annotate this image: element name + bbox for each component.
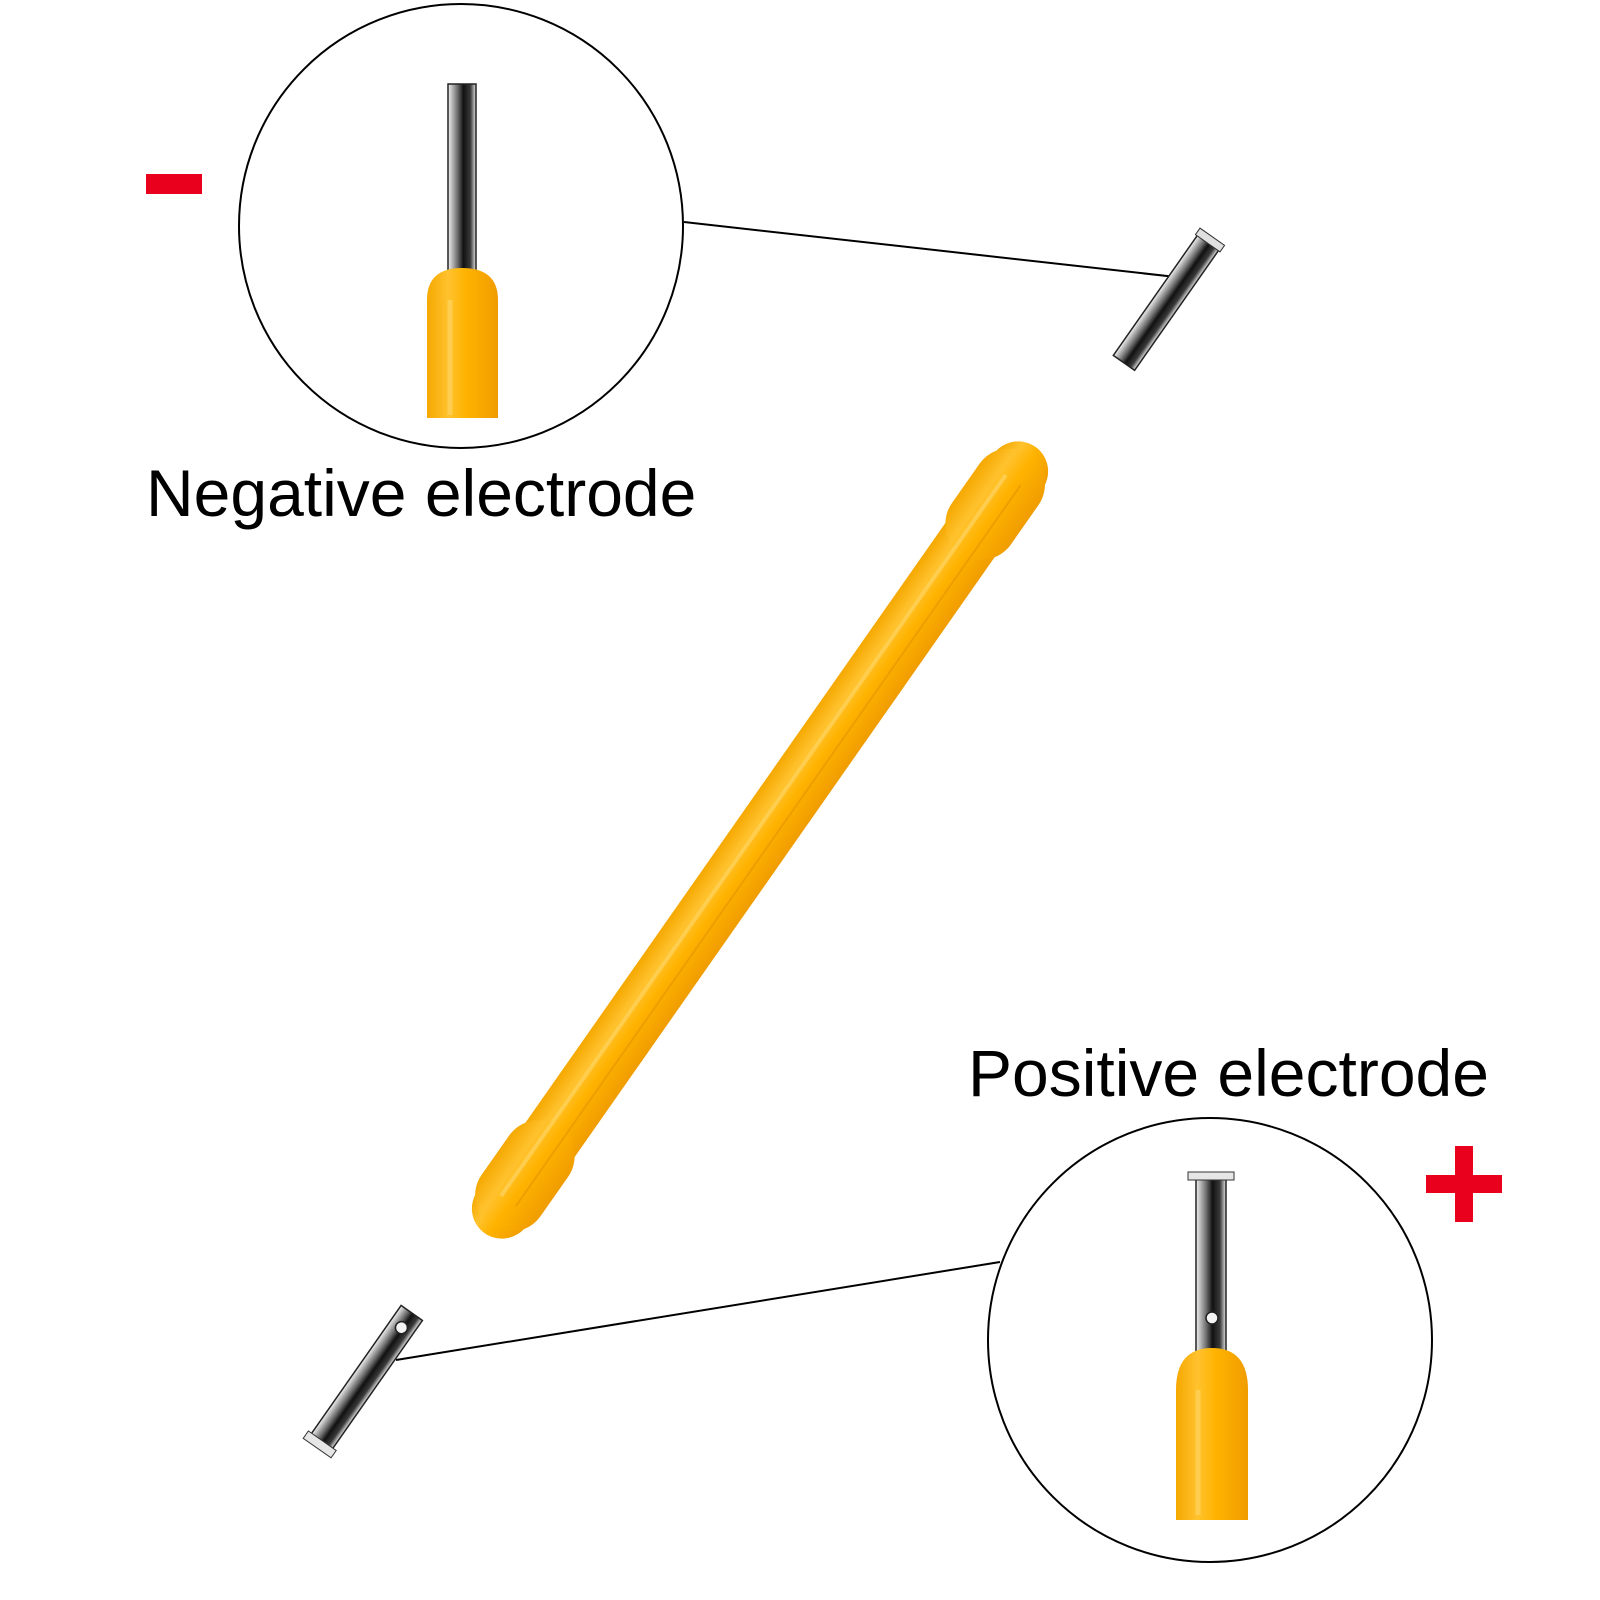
positive-zoom-metal bbox=[1195, 1175, 1227, 1357]
minus-sign-icon bbox=[146, 174, 202, 194]
plus-sign-icon bbox=[1426, 1146, 1502, 1222]
positive-zoom-circle bbox=[987, 1117, 1433, 1563]
negative-zoom-circle bbox=[238, 3, 684, 449]
bottom-metal-tip bbox=[302, 1304, 424, 1459]
positive-electrode-label: Positive electrode bbox=[968, 1036, 1489, 1110]
negative-leader-line bbox=[683, 221, 1177, 278]
positive-leader-line bbox=[395, 1261, 1001, 1361]
negative-zoom-metal bbox=[447, 83, 477, 275]
negative-electrode-label: Negative electrode bbox=[146, 456, 697, 530]
top-metal-tip bbox=[1112, 227, 1226, 372]
ferrule-main bbox=[302, 227, 1226, 1459]
positive-zoom-insulation bbox=[1176, 1348, 1248, 1520]
negative-zoom-insulation bbox=[427, 268, 498, 418]
yellow-insulation bbox=[471, 441, 1049, 1239]
